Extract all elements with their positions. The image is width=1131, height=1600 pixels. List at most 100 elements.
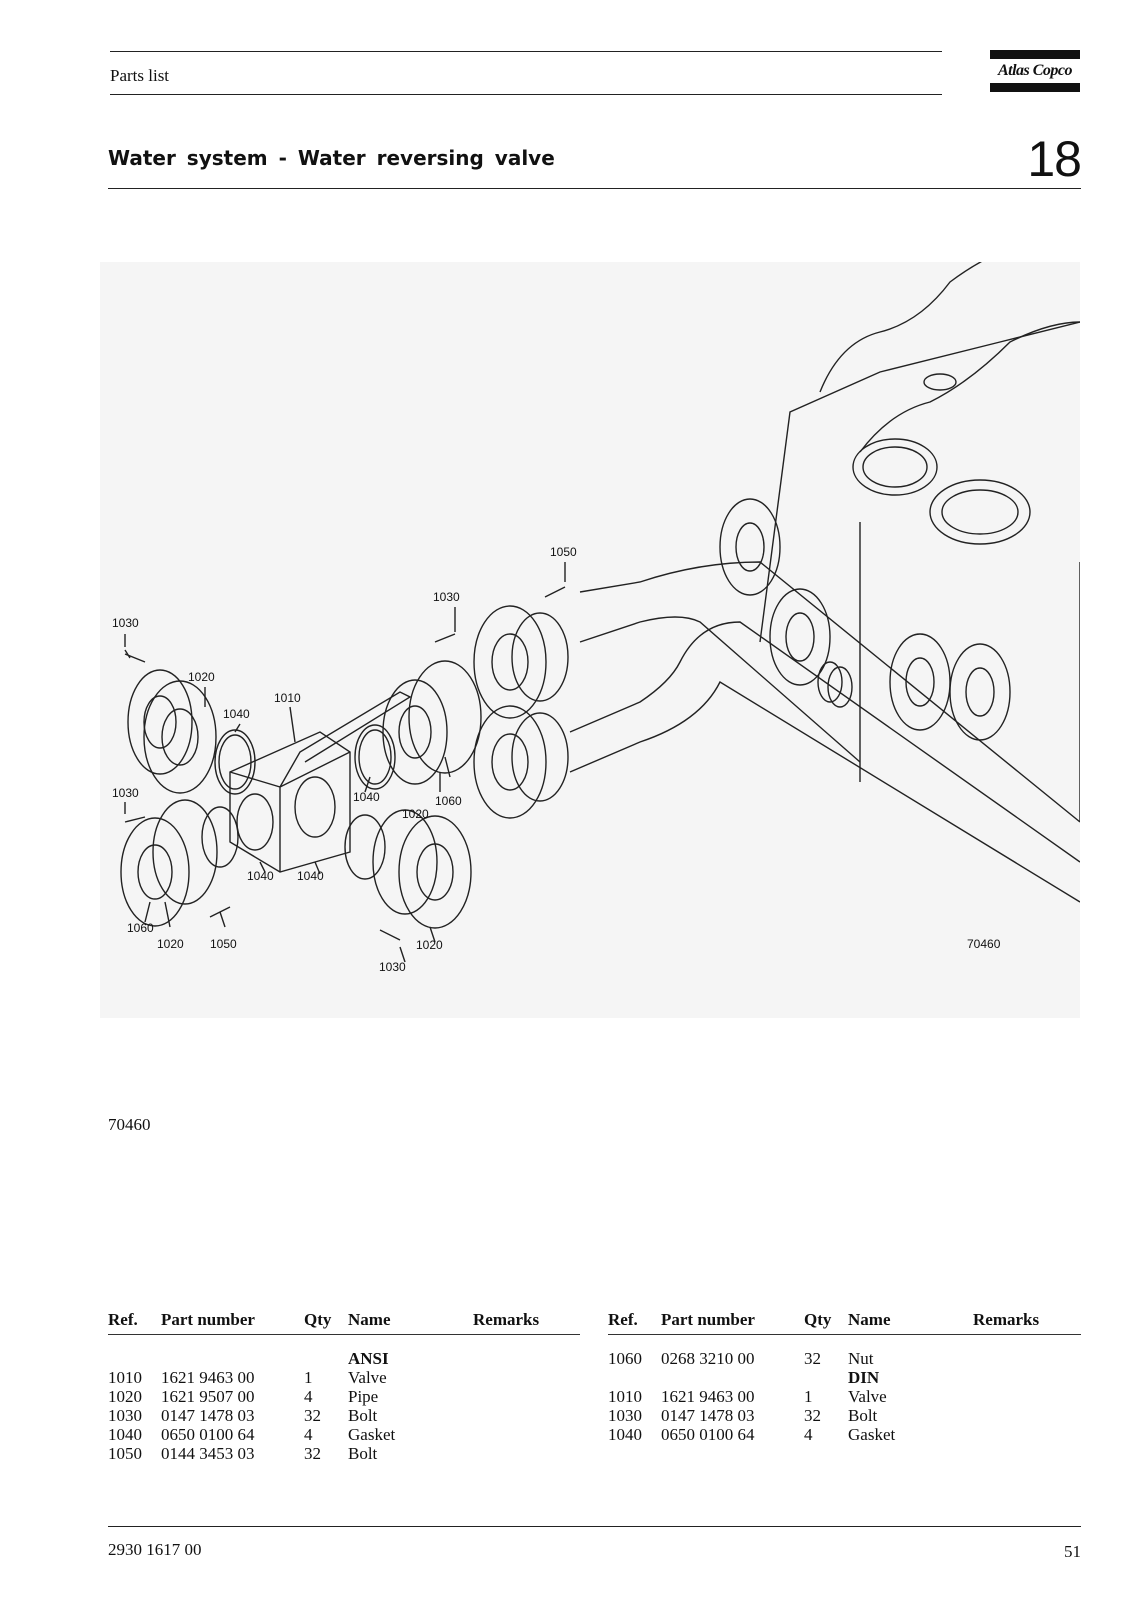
table-header-row: Ref. Part number Qty Name Remarks bbox=[108, 1308, 580, 1335]
logo-bottom-bar bbox=[990, 83, 1080, 92]
header-top-rule bbox=[110, 51, 942, 52]
cell-name: Pipe bbox=[348, 1387, 379, 1406]
cell-part-number: 0147 1478 03 bbox=[161, 1406, 255, 1425]
machine-outline bbox=[759, 321, 1081, 643]
cell-remarks bbox=[973, 1349, 1081, 1368]
callout-label: 1030 bbox=[112, 616, 139, 630]
callout-label: 1050 bbox=[210, 937, 237, 951]
cell-part-number: 0144 3453 03 bbox=[161, 1444, 255, 1463]
machine-flange bbox=[719, 498, 781, 596]
cell-qty: 32 bbox=[304, 1406, 321, 1425]
col-part-number: Part number bbox=[161, 1308, 304, 1335]
page-number: 51 bbox=[1064, 1542, 1081, 1561]
cell-qty: 4 bbox=[304, 1425, 313, 1444]
cell-part-number: 0147 1478 03 bbox=[661, 1406, 755, 1425]
col-remarks: Remarks bbox=[973, 1308, 1081, 1335]
callout-label: 1020 bbox=[157, 937, 184, 951]
parts-table-right: Ref. Part number Qty Name Remarks 1060 0… bbox=[608, 1308, 1081, 1444]
table-row: 1040 0650 0100 64 4 Gasket bbox=[108, 1425, 580, 1444]
cell-part-number: 0268 3210 00 bbox=[661, 1349, 755, 1368]
cell-part-number: 1621 9463 00 bbox=[661, 1387, 755, 1406]
bolt-1030 bbox=[124, 649, 146, 663]
cell-ref: 1030 bbox=[608, 1406, 642, 1425]
col-part-number: Part number bbox=[661, 1308, 804, 1335]
callout-label: 1040 bbox=[297, 869, 324, 883]
cell-qty: 32 bbox=[804, 1349, 821, 1368]
valve-handle bbox=[279, 691, 412, 788]
col-ref: Ref. bbox=[608, 1308, 661, 1335]
cell-remarks bbox=[473, 1406, 580, 1425]
callout-label: 1010 bbox=[274, 691, 301, 705]
table-row: 1020 1621 9507 00 4 Pipe bbox=[108, 1387, 580, 1406]
callout-label: 1040 bbox=[353, 790, 380, 804]
cell-name: Bolt bbox=[348, 1444, 378, 1463]
cell-remarks bbox=[473, 1444, 580, 1463]
table-row: 1050 0144 3453 03 32 Bolt bbox=[108, 1444, 580, 1463]
col-remarks: Remarks bbox=[473, 1308, 580, 1335]
cell-remarks bbox=[473, 1368, 580, 1387]
gasket-1040 bbox=[344, 814, 386, 880]
parts-table-left: Ref. Part number Qty Name Remarks ANSI 1… bbox=[108, 1308, 580, 1463]
callout-label: 1020 bbox=[416, 938, 443, 952]
pipe-lower bbox=[569, 621, 1081, 863]
cell-qty: 32 bbox=[304, 1444, 321, 1463]
gasket-1040 bbox=[214, 729, 256, 795]
col-qty: Qty bbox=[304, 1308, 348, 1335]
flange-1020-lower-left bbox=[120, 817, 190, 927]
machine-flange bbox=[949, 643, 1011, 741]
callout-label: 1040 bbox=[247, 869, 274, 883]
cell-ref: 1010 bbox=[108, 1368, 142, 1387]
gasket-1040 bbox=[354, 724, 396, 790]
col-qty: Qty bbox=[804, 1308, 848, 1335]
col-name: Name bbox=[848, 1308, 973, 1335]
atlas-copco-logo: Atlas Copco bbox=[990, 50, 1080, 92]
cell-qty: 4 bbox=[304, 1387, 313, 1406]
cell-name: Valve bbox=[348, 1368, 387, 1387]
cell-name: Valve bbox=[848, 1387, 887, 1406]
bolt-1030 bbox=[434, 633, 456, 643]
table-row: 1010 1621 9463 00 1 Valve bbox=[108, 1368, 580, 1387]
drawing-svg: 1050 1030 1030 1020 1040 1010 1040 1060 … bbox=[112, 231, 1081, 974]
col-name: Name bbox=[348, 1308, 473, 1335]
flange-1020-upper-left bbox=[127, 669, 193, 775]
table-row: 1040 0650 0100 64 4 Gasket bbox=[608, 1425, 1081, 1444]
machine-port bbox=[852, 438, 938, 496]
table-row: 1060 0268 3210 00 32 Nut bbox=[608, 1349, 1081, 1368]
cell-ref: 1030 bbox=[108, 1406, 142, 1425]
table-row: 1030 0147 1478 03 32 Bolt bbox=[108, 1406, 580, 1425]
group-row: ANSI bbox=[108, 1349, 580, 1368]
col-ref: Ref. bbox=[108, 1308, 161, 1335]
table-row: 1030 0147 1478 03 32 Bolt bbox=[608, 1406, 1081, 1425]
cell-name: Nut bbox=[848, 1349, 874, 1368]
bolt-1030 bbox=[124, 816, 146, 823]
machine-port bbox=[929, 479, 1031, 545]
cell-ref: 1050 bbox=[108, 1444, 142, 1463]
bolt-1030 bbox=[379, 929, 401, 941]
machine-flange bbox=[889, 633, 951, 731]
cell-part-number: 0650 0100 64 bbox=[161, 1425, 255, 1444]
valve-body-1010 bbox=[229, 731, 351, 873]
title-rule bbox=[108, 188, 1081, 189]
cell-qty: 1 bbox=[804, 1387, 813, 1406]
footer-rule bbox=[108, 1526, 1081, 1527]
cell-qty: 32 bbox=[804, 1406, 821, 1425]
table-row: 1010 1621 9463 00 1 Valve bbox=[608, 1387, 1081, 1406]
logo-wordmark: Atlas Copco bbox=[997, 62, 1073, 79]
callout-label: 1030 bbox=[433, 590, 460, 604]
table-header-row: Ref. Part number Qty Name Remarks bbox=[608, 1308, 1081, 1335]
header-label: Parts list bbox=[110, 66, 170, 85]
cell-name: Gasket bbox=[348, 1425, 396, 1444]
flange-1020 bbox=[473, 705, 547, 819]
callout-label: 1050 bbox=[550, 545, 577, 559]
pipe-upper bbox=[579, 561, 1081, 823]
cell-qty: 4 bbox=[804, 1425, 813, 1444]
header-bottom-rule bbox=[110, 94, 942, 95]
group-row: DIN bbox=[608, 1368, 1081, 1387]
cell-ref: 1040 bbox=[608, 1425, 642, 1444]
flange-1020 bbox=[372, 809, 438, 915]
cell-part-number: 0650 0100 64 bbox=[661, 1425, 755, 1444]
callout-label: 1060 bbox=[127, 921, 154, 935]
drawing-number: 70460 bbox=[967, 937, 1001, 951]
callout-label: 1040 bbox=[223, 707, 250, 721]
cell-remarks bbox=[973, 1406, 1081, 1425]
